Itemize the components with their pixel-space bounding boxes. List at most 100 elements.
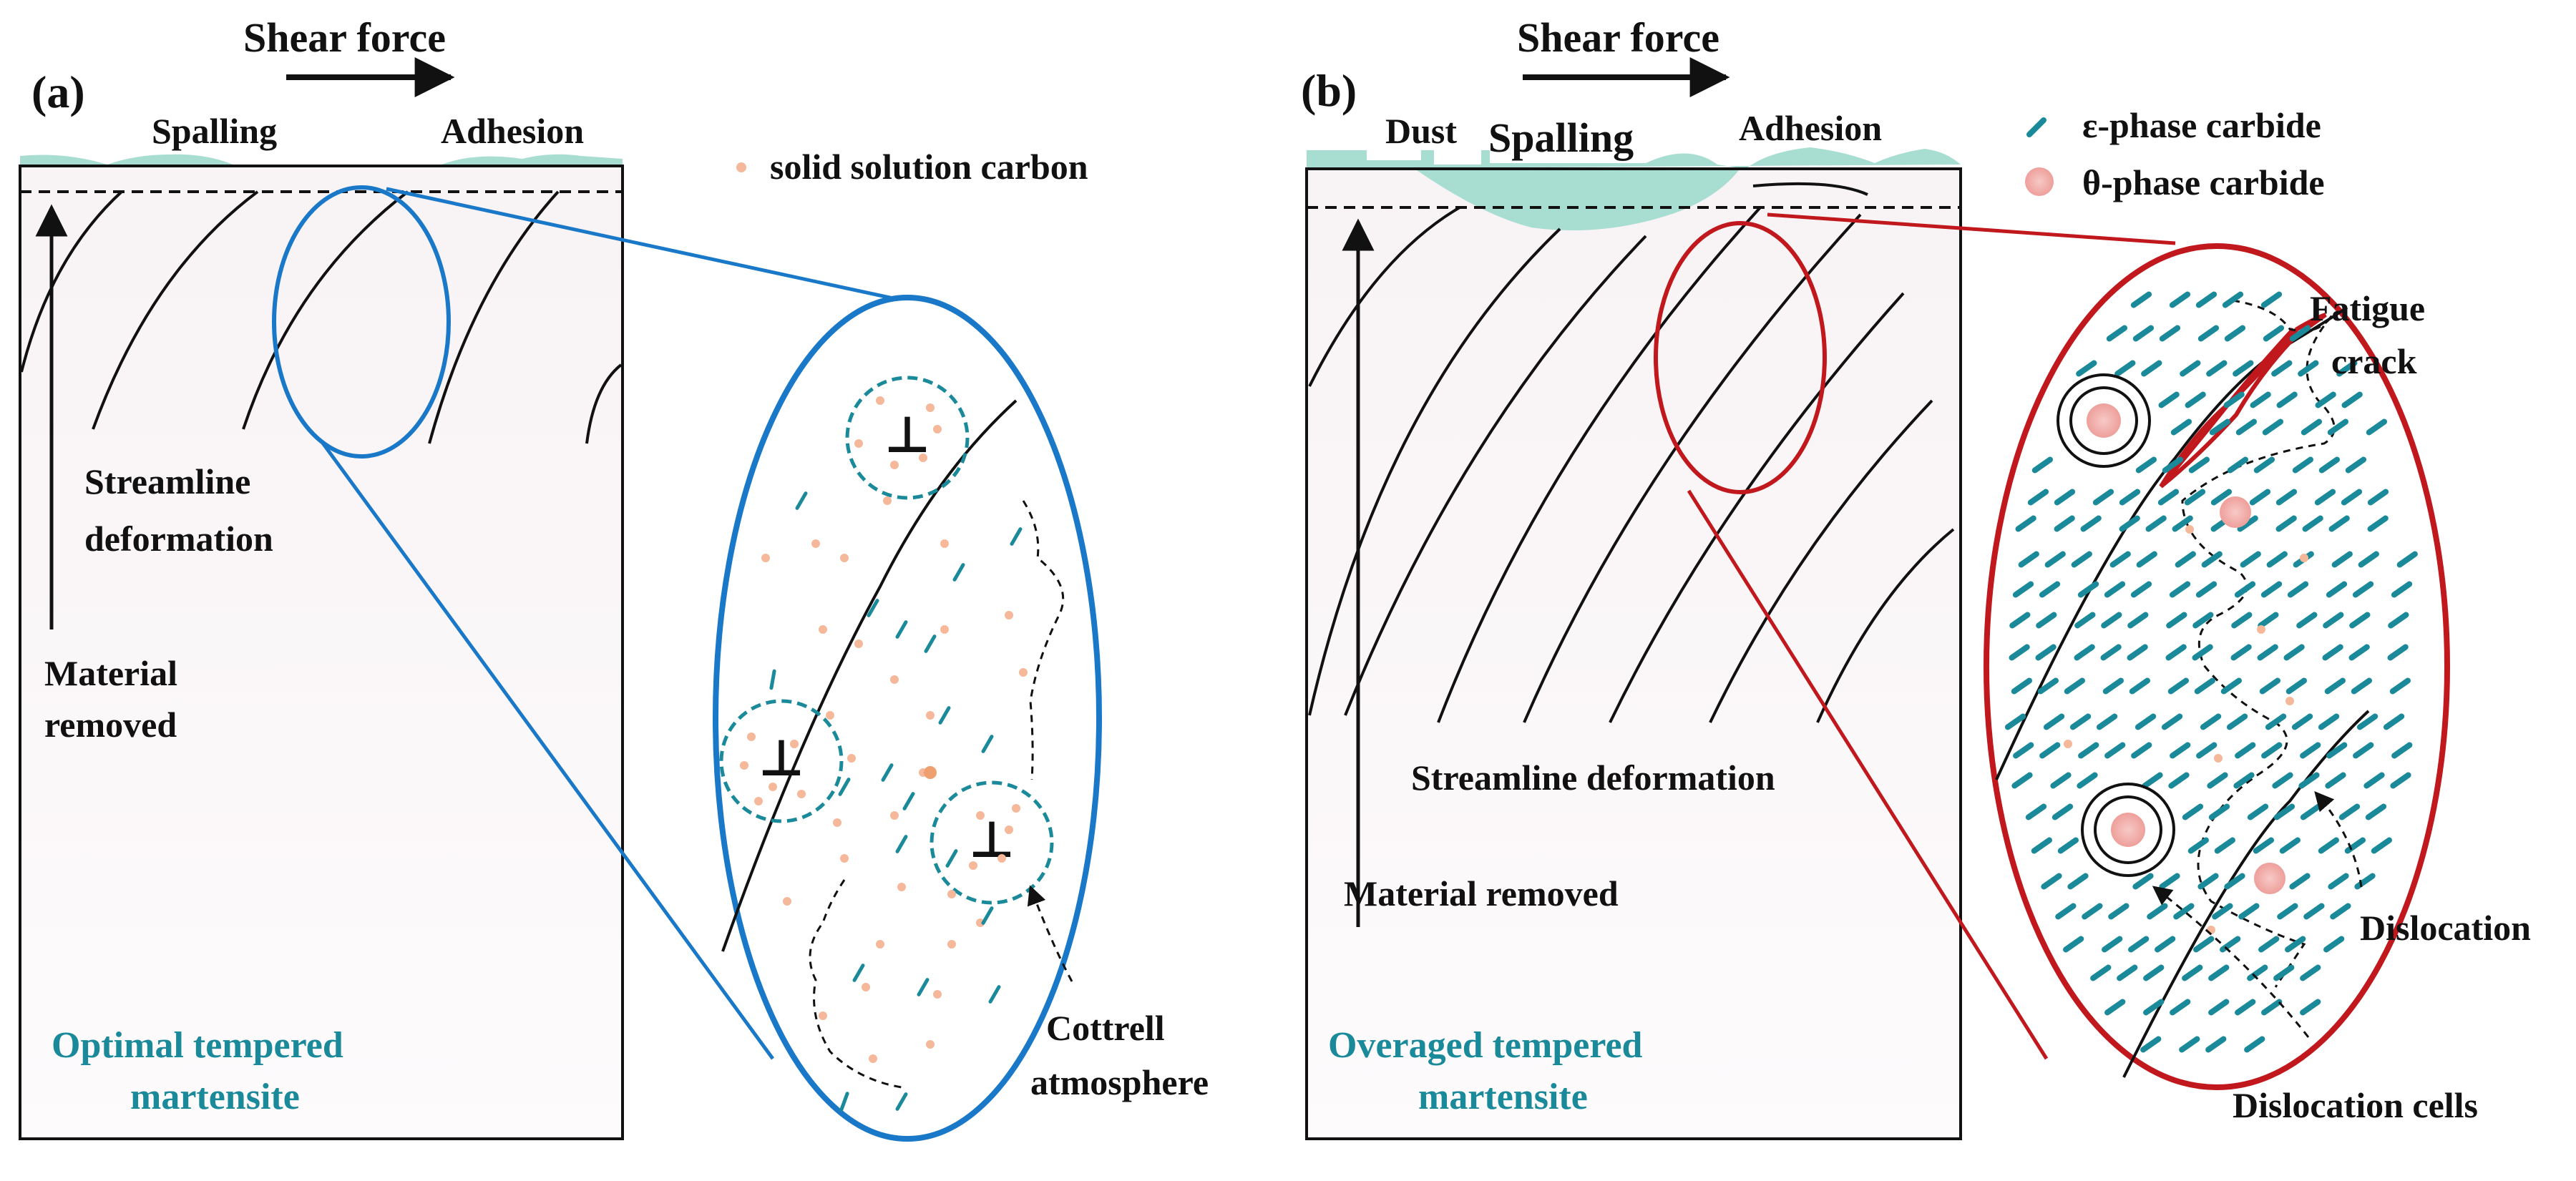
epsilon-carbide xyxy=(2328,873,2349,890)
epsilon-carbide xyxy=(2067,873,2089,890)
carbon-dot xyxy=(2064,740,2072,748)
panel-a-streamlines xyxy=(20,190,623,444)
panel-a-zoom-ellipse xyxy=(713,295,1102,1142)
panel-a-legend-carbon-label: solid solution carbon xyxy=(770,147,1088,187)
panel-b-fatigue-label-2: crack xyxy=(2331,341,2417,381)
epsilon-carbide xyxy=(2193,936,2215,953)
epsilon-carbide xyxy=(2192,612,2214,629)
epsilon-carbide xyxy=(2167,677,2190,695)
epsilon-carbide xyxy=(2161,713,2183,730)
epsilon-carbide xyxy=(2230,644,2252,661)
panel-a-streamline-label-2: deformation xyxy=(84,519,273,559)
carbon-dot xyxy=(847,754,856,763)
epsilon-carbide xyxy=(2162,456,2184,474)
panel-a-cottrell-circle-right xyxy=(930,780,1054,905)
epsilon-carbide xyxy=(2205,1036,2227,1053)
epsilon-carbide xyxy=(2261,742,2283,759)
epsilon-carbide xyxy=(2273,964,2295,981)
panel-b-legend-epsilon-mark xyxy=(2026,117,2046,137)
epsilon-carbide xyxy=(2142,772,2163,789)
epsilon-carbide xyxy=(2326,742,2348,759)
panel-a-adhesion-deposit xyxy=(438,154,623,166)
panel-a-dislocation-symbol-left: ⊥ xyxy=(758,729,804,788)
epsilon-carbide xyxy=(2054,515,2075,532)
epsilon-carbide xyxy=(2196,742,2218,759)
epsilon-carbide xyxy=(2367,515,2389,532)
epsilon-carbide xyxy=(2182,803,2204,820)
epsilon-carbide xyxy=(2234,581,2256,598)
carbon-dot xyxy=(940,625,949,634)
carbon-dot xyxy=(933,990,942,999)
epsilon-carbide xyxy=(2009,612,2031,629)
epsilon-carbide xyxy=(2206,360,2228,377)
epsilon-carbide xyxy=(2383,713,2405,730)
carbide-dash xyxy=(924,634,937,653)
panel-a-cottrell-circle-left xyxy=(719,699,844,823)
epsilon-carbide xyxy=(2147,903,2168,920)
epsilon-carbide xyxy=(2300,742,2321,759)
panel-a-legend-carbon-dot xyxy=(736,162,746,172)
panel-b-theta-carbide-bottom xyxy=(2111,813,2145,847)
epsilon-carbide xyxy=(2318,456,2341,474)
epsilon-carbide xyxy=(2197,873,2219,890)
panel-a-adhesion-label: Adhesion xyxy=(441,111,584,151)
epsilon-carbide xyxy=(2214,837,2236,854)
epsilon-carbide xyxy=(2011,677,2033,695)
epsilon-carbide xyxy=(2212,903,2233,920)
epsilon-carbide xyxy=(2106,325,2128,342)
carbon-dot xyxy=(947,940,956,949)
epsilon-carbide xyxy=(2140,1036,2162,1053)
epsilon-carbide xyxy=(2012,581,2034,598)
panel-b-dislocation-cells-pointer xyxy=(2152,886,2310,1038)
epsilon-carbide xyxy=(2262,418,2284,436)
panel-a-zoom-line-bottom xyxy=(320,441,775,1060)
carbon-dot xyxy=(797,790,806,798)
panel-b-streamlines xyxy=(1308,182,1955,723)
carbon-dot xyxy=(890,675,899,684)
epsilon-carbide xyxy=(2172,515,2193,532)
epsilon-carbide xyxy=(2322,644,2343,661)
carbide-dash xyxy=(867,599,879,617)
epsilon-carbide xyxy=(2057,837,2079,854)
epsilon-carbide xyxy=(2302,515,2323,532)
epsilon-carbide xyxy=(2197,325,2220,342)
epsilon-carbide xyxy=(2285,677,2308,695)
epsilon-carbide xyxy=(2327,418,2349,436)
epsilon-carbide xyxy=(2143,964,2165,981)
carbide-dash xyxy=(839,1092,849,1112)
epsilon-carbide xyxy=(2037,677,2059,695)
carbon-dot xyxy=(2214,754,2223,763)
epsilon-carbide xyxy=(2259,677,2281,695)
epsilon-carbide xyxy=(2031,837,2053,854)
panel-a-cottrell-label-1: Cottrell xyxy=(1046,1008,1165,1048)
epsilon-carbide xyxy=(2247,803,2269,820)
epsilon-carbide xyxy=(2013,742,2034,759)
epsilon-carbide xyxy=(2132,873,2154,890)
epsilon-carbide xyxy=(2050,772,2072,789)
carbon-dot xyxy=(947,890,956,898)
epsilon-carbide xyxy=(2396,551,2418,568)
epsilon-carbide xyxy=(2119,489,2141,506)
epsilon-carbide xyxy=(2136,551,2157,568)
epsilon-carbide xyxy=(2130,581,2152,598)
epsilon-carbide xyxy=(2071,551,2092,568)
panel-b-selection-ellipse xyxy=(1654,221,1827,494)
epsilon-carbide xyxy=(2263,325,2285,342)
epsilon-carbide xyxy=(2004,713,2026,730)
epsilon-carbide xyxy=(2366,418,2388,436)
carbide-dash xyxy=(895,620,908,639)
panel-b-phase-label-1: Overaged tempered xyxy=(1328,1025,1643,1066)
carbon-dot xyxy=(811,539,820,548)
carbon-dot xyxy=(840,854,849,863)
epsilon-carbide xyxy=(2117,964,2138,981)
carbon-dot xyxy=(840,554,849,562)
epsilon-carbide xyxy=(2078,742,2099,759)
carbon-dot xyxy=(819,1011,827,1020)
epsilon-carbide xyxy=(2235,418,2258,436)
epsilon-carbide xyxy=(2315,391,2336,408)
panel-a-phase-label-2: martensite xyxy=(130,1077,300,1117)
carbon-dot xyxy=(833,818,841,827)
epsilon-carbide xyxy=(2102,677,2124,695)
epsilon-carbide xyxy=(2391,581,2413,598)
epsilon-carbide xyxy=(2224,873,2245,890)
